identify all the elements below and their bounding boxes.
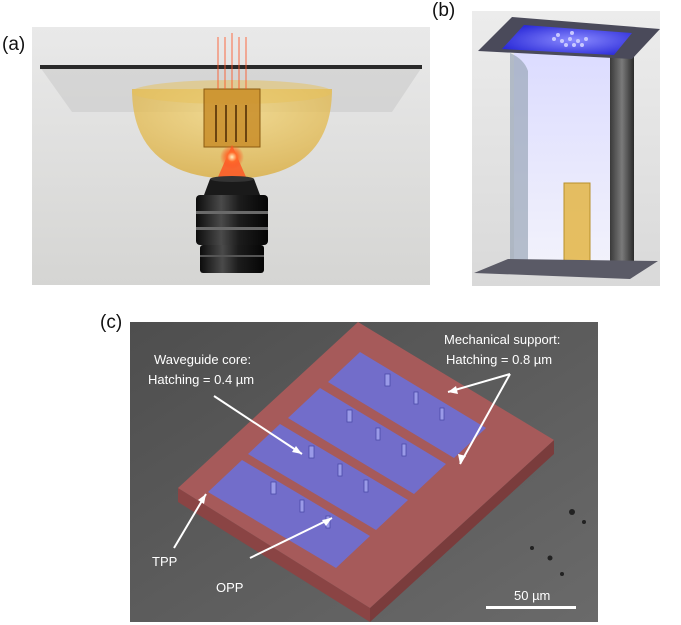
laser-beams [217,33,247,89]
right-wall [610,39,634,277]
label-tpp: TPP [152,554,177,569]
label-waveguide-title: Waveguide core: [154,352,251,367]
annotation-arrows [173,373,511,559]
panel-label-c: (c) [100,312,123,333]
label-support-hatching: Hatching = 0.8 µm [446,352,552,367]
scale-bar [486,606,576,609]
uv-pattern [552,31,588,47]
panel-a-render [32,27,430,285]
printed-structure [203,88,261,148]
printed-block [563,182,591,270]
panel-b-render [472,11,660,286]
microscope-objective [196,176,268,273]
debris [530,509,586,576]
uv-projection [502,25,632,55]
label-opp: OPP [216,580,243,595]
laser-focus-spot [220,145,244,169]
panel-label-b: (b) [432,0,456,21]
scale-bar-label: 50 µm [514,588,550,603]
panel-label-a: (a) [2,34,26,55]
left-tube [510,53,528,273]
opp-channels [208,352,486,568]
panel-c-sem-image: Waveguide core: Hatching = 0.4 µm Mechan… [130,322,598,622]
label-support-title: Mechanical support: [444,332,560,347]
label-waveguide-hatching: Hatching = 0.4 µm [148,372,254,387]
block-right-face [370,440,554,622]
printed-pillars [215,105,247,142]
base-plate [474,259,658,279]
block-front-face [178,488,370,622]
arrow-heads [198,386,466,526]
